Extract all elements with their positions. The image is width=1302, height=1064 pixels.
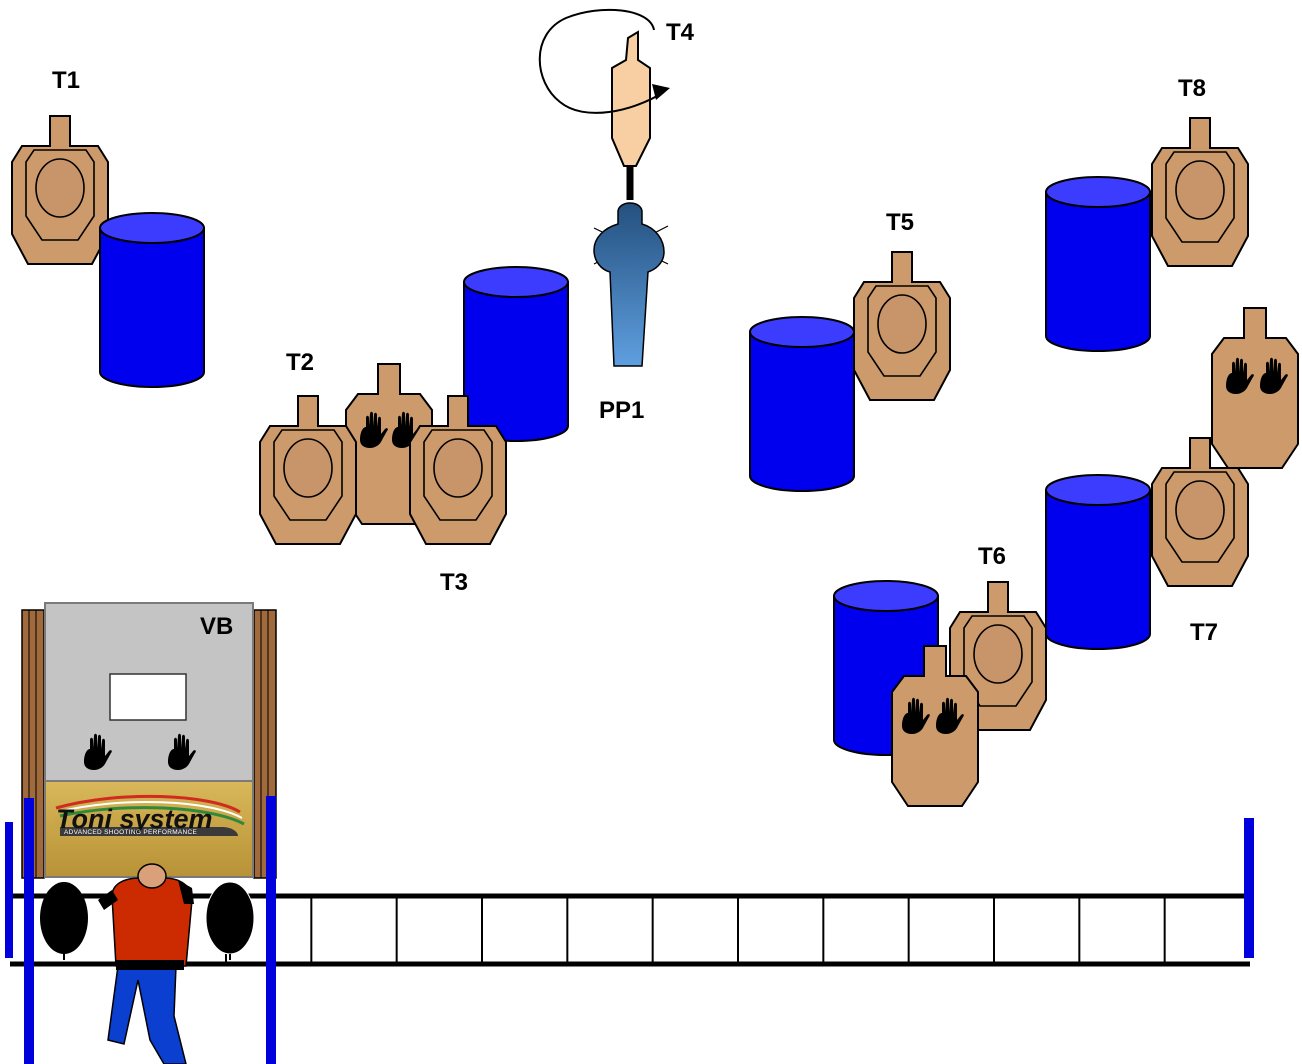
label-t7: T7 bbox=[1190, 619, 1218, 646]
label-t8: T8 bbox=[1178, 75, 1206, 102]
label-t2: T2 bbox=[286, 349, 314, 376]
popper-pp1 bbox=[593, 164, 669, 367]
label-vb: VB bbox=[200, 613, 233, 640]
label-t1: T1 bbox=[52, 67, 80, 94]
brand-tagline: ADVANCED SHOOTING PERFORMANCE bbox=[64, 829, 198, 836]
target-t1 bbox=[11, 115, 109, 265]
barrel-t2-t3 bbox=[463, 266, 569, 442]
label-t6: T6 bbox=[978, 543, 1006, 570]
ground-ladder bbox=[10, 893, 1250, 967]
noshoot-t7 bbox=[1211, 307, 1299, 469]
target-t8 bbox=[1151, 117, 1249, 267]
barrel-t8 bbox=[1045, 176, 1151, 352]
shooter bbox=[40, 863, 255, 1064]
vb-wall: VB Toni system ADVANCED SHOOTING PERFORM… bbox=[21, 602, 277, 879]
label-t4: T4 bbox=[666, 19, 695, 46]
label-pp1: PP1 bbox=[599, 397, 644, 424]
target-t2 bbox=[259, 395, 357, 545]
label-t3: T3 bbox=[440, 569, 468, 596]
brand-name: Toni system bbox=[56, 804, 213, 834]
barrel-t5 bbox=[749, 316, 855, 492]
swing-arrow-icon bbox=[538, 8, 670, 114]
target-t5 bbox=[853, 251, 951, 401]
barrel-t7 bbox=[1045, 474, 1151, 650]
barrel-t1 bbox=[99, 212, 205, 388]
label-t5: T5 bbox=[886, 209, 914, 236]
fault-lines bbox=[5, 796, 1254, 1064]
swinger-t4 bbox=[611, 30, 651, 167]
vb-window bbox=[109, 673, 187, 721]
